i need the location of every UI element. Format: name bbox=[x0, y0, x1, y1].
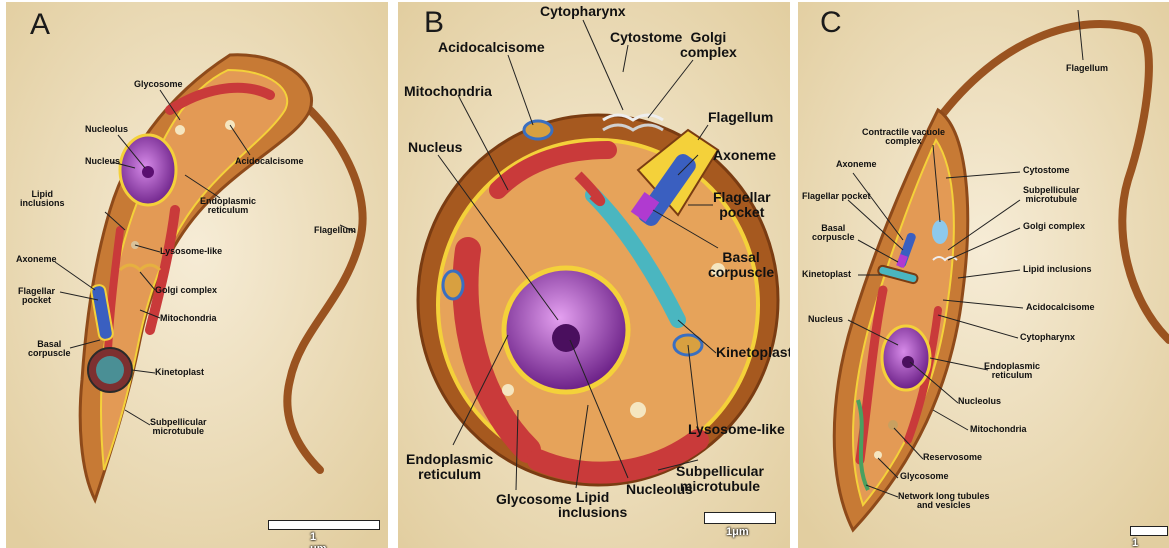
label-basal-corpuscle: Basal corpuscle bbox=[708, 250, 774, 279]
label-nucleus: Nucleus bbox=[808, 315, 843, 324]
label-reservosome: Reservosome bbox=[923, 453, 982, 462]
label-lipid-inclusions: Lipid inclusions bbox=[20, 190, 65, 209]
label-flagellum: Flagellum bbox=[314, 226, 356, 235]
label-endoplasmic-reticulum: Endoplasmic reticulum bbox=[200, 197, 256, 216]
panel-a-letter: A bbox=[30, 8, 50, 42]
label-flagellar-pocket: Flagellar pocket bbox=[802, 192, 871, 201]
label-mitochondria: Mitochondria bbox=[970, 425, 1027, 434]
label-cytopharynx: Cytopharynx bbox=[540, 4, 626, 19]
nucleolus-b bbox=[552, 324, 580, 352]
label-nucleolus: Nucleolus bbox=[626, 482, 693, 497]
label-axoneme: Axoneme bbox=[16, 255, 57, 264]
scale-label-a: 1 μm bbox=[310, 531, 327, 548]
label-axoneme: Axoneme bbox=[713, 148, 776, 163]
label-contractile-vacuole-complex: Contractile vacuole complex bbox=[862, 128, 945, 147]
label-cytostome: Cytostome bbox=[1023, 166, 1070, 175]
label-golgi-complex: Golgi complex bbox=[155, 286, 217, 295]
label-axoneme: Axoneme bbox=[836, 160, 877, 169]
label-golgi-complex: Golgi complex bbox=[1023, 222, 1085, 231]
nucleolus-c bbox=[902, 356, 914, 368]
label-endoplasmic-reticulum: Endoplasmic reticulum bbox=[984, 362, 1040, 381]
label-flagellar-pocket: Flagellar pocket bbox=[713, 190, 771, 219]
label-cytopharynx: Cytopharynx bbox=[1020, 333, 1075, 342]
label-lysosome-like: Lysosome-like bbox=[160, 247, 222, 256]
panel-c: C Flagellum Contractile vacuole complex … bbox=[798, 0, 1169, 548]
panel-a: A Glycosome Nucleolus Nucleus Lipid incl… bbox=[0, 0, 390, 548]
scale-label-b: 1μm bbox=[726, 526, 749, 538]
panel-b: B Cytopharynx Cytostome Acidocalcisome G… bbox=[398, 0, 790, 548]
label-kinetoplast: Kinetoplast bbox=[155, 368, 204, 377]
label-kinetoplast: Kinetoplast bbox=[716, 345, 790, 360]
label-network-long-tubules: Network long tubules and vesicles bbox=[898, 492, 990, 511]
label-basal-corpuscle: Basal corpuscle bbox=[28, 340, 71, 359]
label-nucleolus: Nucleolus bbox=[958, 397, 1001, 406]
label-subpellicular-microtubule: Subpellicular microtubule bbox=[1023, 186, 1080, 205]
label-kinetoplast: Kinetoplast bbox=[802, 270, 851, 279]
label-flagellar-pocket: Flagellar pocket bbox=[18, 287, 55, 306]
label-cytostome: Cytostome bbox=[610, 30, 682, 45]
label-acidocalcisome: Acidocalcisome bbox=[235, 157, 304, 166]
panel-c-illustration bbox=[798, 0, 1169, 548]
label-glycosome: Glycosome bbox=[134, 80, 183, 89]
label-glycosome: Glycosome bbox=[900, 472, 949, 481]
label-acidocalcisome: Acidocalcisome bbox=[438, 40, 545, 55]
label-subpellicular-microtubule: Subpellicular microtubule bbox=[150, 418, 207, 437]
label-lipid-inclusions: Lipid inclusions bbox=[1023, 265, 1092, 274]
label-flagellum: Flagellum bbox=[1066, 64, 1108, 73]
label-basal-corpuscle: Basal corpuscle bbox=[812, 224, 855, 243]
label-golgi-complex: Golgi complex bbox=[680, 30, 737, 59]
panel-a-illustration bbox=[0, 0, 390, 548]
nucleolus-a bbox=[142, 166, 154, 178]
label-mitochondria: Mitochondria bbox=[404, 84, 492, 99]
panel-c-letter: C bbox=[820, 6, 842, 40]
label-nucleus: Nucleus bbox=[85, 157, 120, 166]
panel-b-letter: B bbox=[424, 6, 444, 40]
label-acidocalcisome: Acidocalcisome bbox=[1026, 303, 1095, 312]
label-nucleus: Nucleus bbox=[408, 140, 462, 155]
label-lysosome-like: Lysosome-like bbox=[688, 422, 785, 437]
label-endoplasmic-reticulum: Endoplasmic reticulum bbox=[406, 452, 493, 481]
label-mitochondria: Mitochondria bbox=[160, 314, 217, 323]
label-lipid-inclusions: Lipid inclusions bbox=[558, 490, 627, 519]
label-nucleolus: Nucleolus bbox=[85, 125, 128, 134]
scale-label-c: 1 μm bbox=[1132, 537, 1149, 548]
label-flagellum: Flagellum bbox=[708, 110, 773, 125]
